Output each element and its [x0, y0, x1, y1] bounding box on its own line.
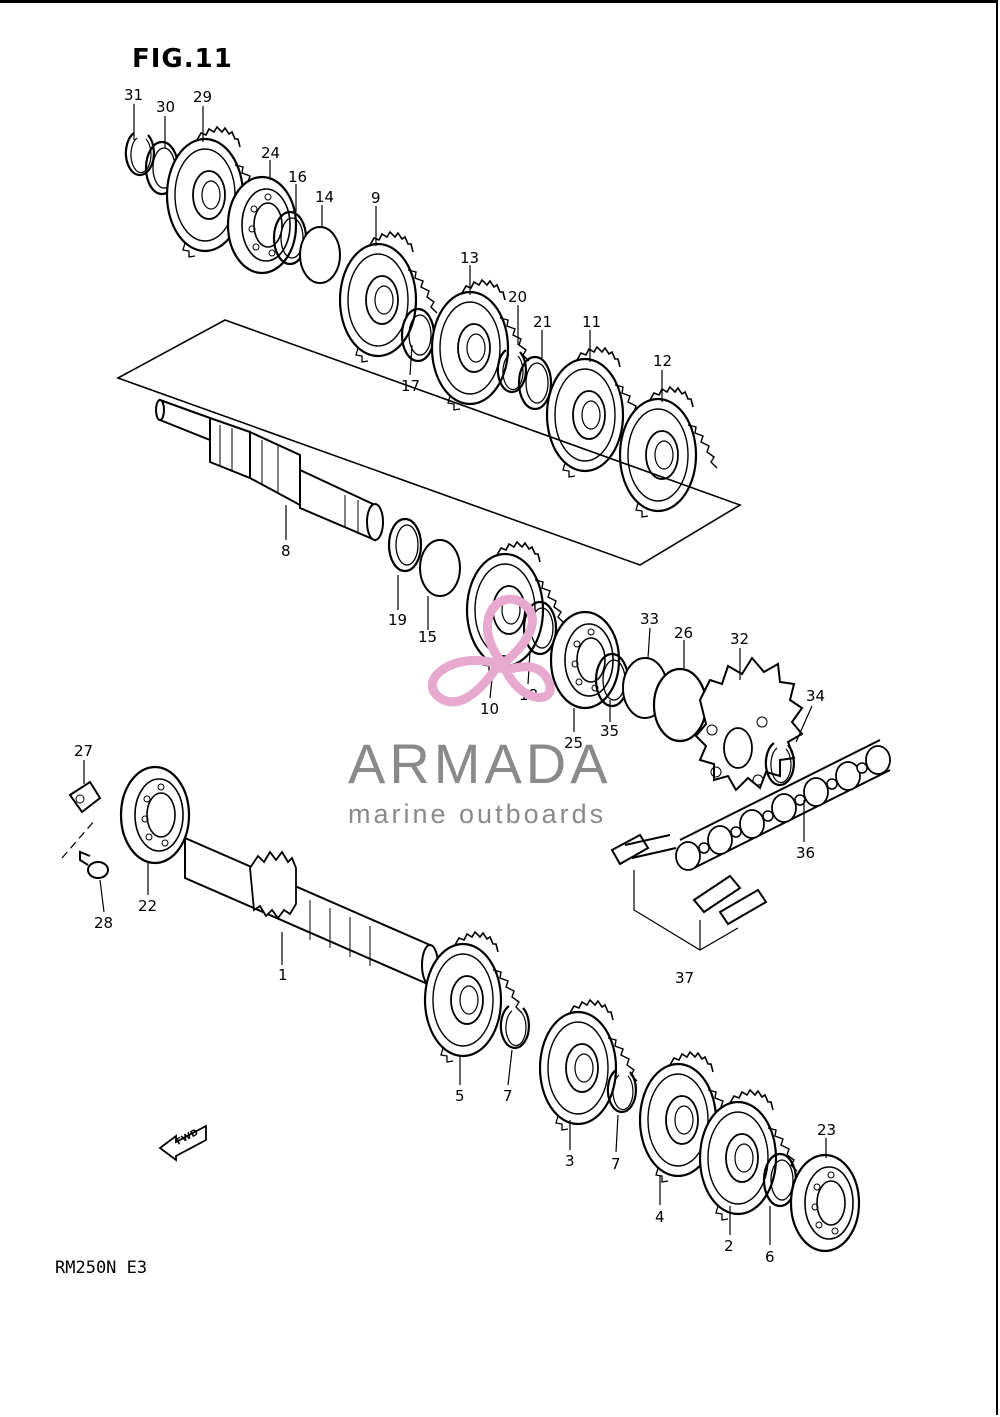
circlip-31 — [124, 131, 156, 177]
part-label: 10 — [480, 700, 499, 718]
part-label: 23 — [817, 1121, 836, 1139]
part-number-labels: 31 30 29 24 16 14 9 13 20 21 17 11 12 8 … — [74, 86, 836, 1266]
part-label: 5 — [455, 1087, 465, 1105]
part-label: 7 — [503, 1087, 513, 1105]
part-label: 36 — [796, 844, 815, 862]
circlip-7a — [499, 1004, 531, 1050]
part-label: 19 — [388, 611, 407, 629]
part-label: 33 — [640, 610, 659, 628]
figure-title: FIG.11 — [132, 44, 233, 74]
gear-3 — [538, 998, 639, 1132]
bearing-24 — [226, 175, 298, 275]
part-label: 9 — [371, 189, 381, 207]
part-label: 22 — [138, 897, 157, 915]
countershaft-group — [116, 125, 742, 566]
leader-dashed — [61, 819, 96, 859]
part-label: 15 — [418, 628, 437, 646]
driveshaft-group — [61, 765, 861, 1253]
bearing-25 — [549, 610, 621, 710]
part-label: 26 — [674, 624, 693, 642]
part-label: 30 — [156, 98, 175, 116]
watermark-brand: ARMADA — [348, 732, 612, 795]
part-label: 37 — [675, 969, 694, 987]
part-label: 14 — [315, 188, 334, 206]
leader-lines — [83, 104, 827, 1245]
part-label: 27 — [74, 742, 93, 760]
watermark-tagline: marine outboards — [348, 799, 606, 829]
watermark: ARMADA marine outboards — [348, 594, 612, 829]
bearing-22 — [119, 765, 191, 865]
engine-sprocket-32 — [694, 656, 804, 792]
gear-9 — [338, 230, 439, 364]
part-label: 4 — [655, 1208, 665, 1226]
drive-chain-36 — [675, 739, 891, 871]
part-label: 1 — [278, 966, 288, 984]
part-label: 29 — [193, 88, 212, 106]
retainer-27 — [68, 780, 102, 814]
part-label: 8 — [281, 542, 291, 560]
screw-28 — [79, 850, 109, 879]
part-label: 11 — [582, 313, 601, 331]
part-label: 24 — [261, 144, 280, 162]
part-label: 13 — [460, 249, 479, 267]
gear-5 — [423, 930, 524, 1064]
oil-seal-26 — [652, 667, 708, 743]
propeller-logo-icon — [427, 594, 555, 707]
part-label: 17 — [401, 377, 420, 395]
part-label: 31 — [124, 86, 143, 104]
part-label: 3 — [565, 1152, 575, 1170]
part-label: 32 — [730, 630, 749, 648]
subassembly-outline — [116, 319, 742, 566]
bearing-23 — [789, 1153, 861, 1253]
part-label: 12 — [653, 352, 672, 370]
part-label: 25 — [564, 734, 583, 752]
middle-group — [387, 517, 804, 792]
part-label: 20 — [508, 288, 527, 306]
part-label: 28 — [94, 914, 113, 932]
master-link-37 — [610, 833, 768, 951]
part-label: 16 — [288, 168, 307, 186]
part-label: 7 — [611, 1155, 621, 1173]
countershaft-8 — [155, 398, 384, 542]
forward-arrow-icon: FWD — [158, 1124, 207, 1162]
washer-19 — [387, 517, 423, 573]
part-label: 2 — [724, 1237, 734, 1255]
gear-12 — [618, 385, 719, 519]
bushing-14 — [299, 226, 341, 284]
bushing-15 — [419, 539, 461, 597]
model-code: RM250N E3 — [55, 1258, 148, 1278]
retainer-hole — [75, 794, 85, 804]
part-label: 35 — [600, 722, 619, 740]
part-label: 21 — [533, 313, 552, 331]
part-label: 6 — [765, 1248, 775, 1266]
part-label: 34 — [806, 687, 825, 705]
mainshaft-1 — [184, 836, 439, 987]
